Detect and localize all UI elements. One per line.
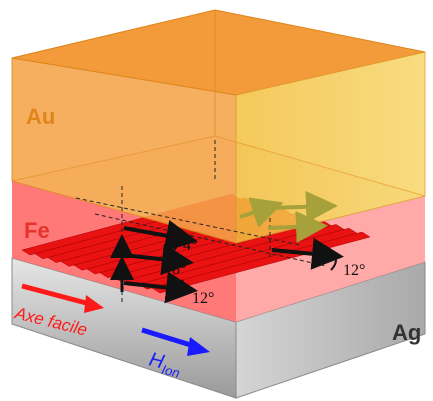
angle-label-12-front: 12° (192, 290, 214, 307)
olive-arrow (269, 190, 338, 223)
ion-field-arrowhead (187, 337, 210, 356)
olive-arrow (267, 210, 328, 243)
au-label: Au (26, 104, 55, 129)
au-back-edge-2 (11, 135, 216, 182)
ion-field-indicator: HIon (141, 327, 210, 381)
ion-field-symbol: H (147, 349, 167, 374)
au-magnetization-arrows (239, 190, 338, 243)
au-back-edge-3 (214, 135, 426, 197)
fe-label: Fe (24, 218, 50, 243)
arc-8deg (173, 257, 179, 271)
arc-4deg (173, 237, 179, 251)
angle-arcs (173, 237, 337, 297)
ion-field-subscript: Ion (160, 362, 181, 381)
black-arrow-12deg-back (271, 237, 344, 270)
ion-field-arrow (141, 327, 195, 349)
arc-12deg-front (178, 279, 185, 297)
arc-12deg-back (330, 253, 337, 271)
ag-label: Ag (392, 320, 421, 345)
black-arrow-8deg (123, 243, 194, 276)
angle-label-8: 8° (172, 261, 186, 278)
easy-axis-arrowhead (84, 295, 104, 313)
black-arrow-4deg (123, 219, 198, 252)
angle-label-12-back: 12° (343, 262, 365, 279)
black-arrow-12deg-front (123, 271, 198, 304)
easy-axis-arrow (21, 283, 91, 307)
fe-magnetization-arrows (110, 219, 344, 304)
angle-label-4: 4° (183, 237, 197, 254)
ion-field-label: HIon (146, 349, 184, 381)
guide-line (94, 213, 327, 267)
olive-arrow (239, 197, 284, 228)
au-layer (11, 9, 426, 244)
